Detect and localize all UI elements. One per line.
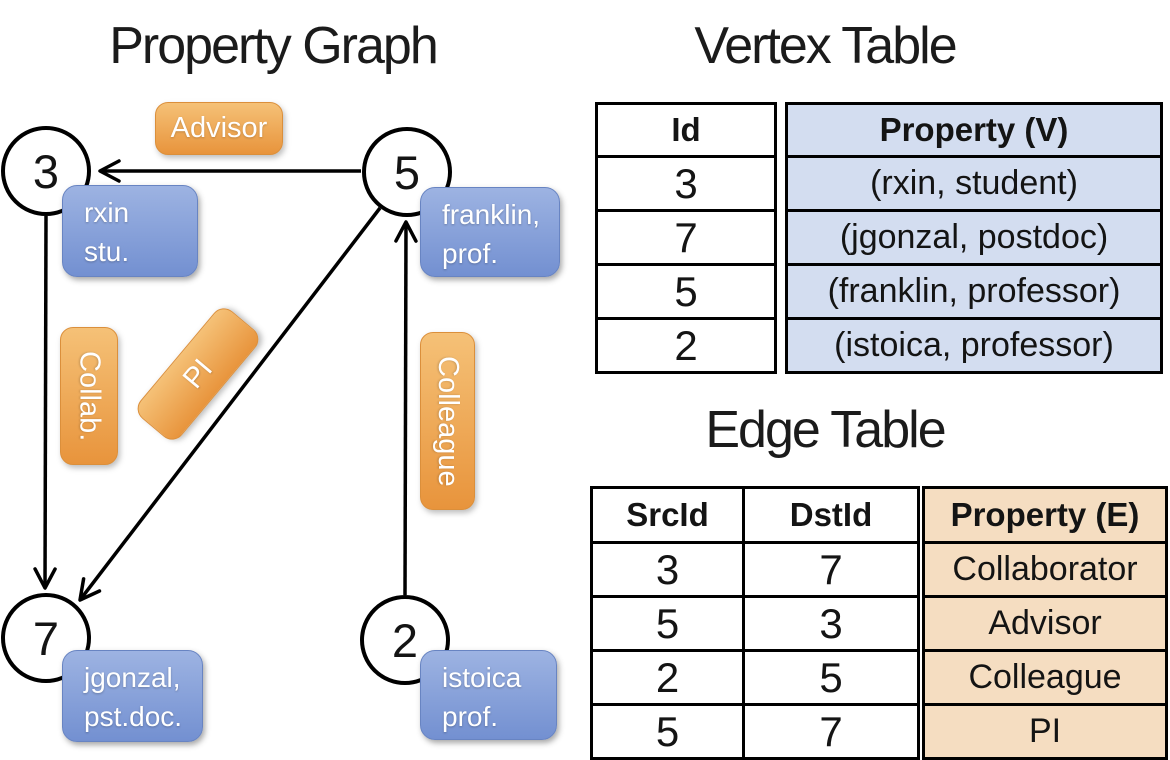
vertex-property-line: prof. (442, 701, 499, 732)
table-cell: 5 (593, 706, 745, 757)
edge-table-title: Edge Table (705, 401, 946, 459)
edge-table-id-columns: SrcId DstId 3 7 5 3 2 5 5 7 (590, 486, 920, 760)
table-cell: 5 (593, 598, 745, 649)
edge-table-header-property: Property (E) (950, 496, 1140, 533)
table-cell: (istoica, professor) (788, 317, 1160, 371)
table-cell: Collaborator (925, 541, 1165, 595)
vertex-table-property-column: Property (V) (rxin, student) (jgonzal, p… (785, 102, 1163, 374)
node-id: 3 (32, 144, 60, 198)
edge-arrow-2-to-5 (394, 220, 418, 596)
property-graph-title: Property Graph (109, 17, 439, 75)
edge-table-header-dstid: DstId (789, 496, 873, 533)
graph-node-3: 3 (1, 126, 91, 216)
table-cell: Colleague (925, 649, 1165, 703)
table-cell: 2 (598, 317, 774, 371)
table-cell: PI (925, 703, 1165, 757)
edge-label-collab: Collab. (60, 327, 118, 465)
edge-table-property-column: Property (E) Collaborator Advisor Collea… (922, 486, 1168, 760)
vertex-property-line: istoica (442, 662, 522, 693)
table-cell: 2 (593, 652, 745, 703)
node-id: 2 (391, 613, 419, 667)
node-id: 7 (32, 611, 60, 665)
table-cell: 5 (819, 653, 843, 701)
vertex-property-line: rxin (84, 197, 130, 228)
vertex-table-id-column: Id 3 7 5 2 (595, 102, 777, 374)
vertex-property-line: jgonzal, (84, 662, 181, 693)
table-cell: (jgonzal, postdoc) (788, 209, 1160, 263)
edge-label-colleague: Colleague (420, 332, 475, 510)
vertex-property-line: prof. (442, 238, 499, 269)
table-cell: 3 (819, 599, 843, 647)
vertex-table-header-property: Property (V) (879, 111, 1069, 148)
edge-label-advisor: Advisor (155, 102, 283, 155)
edge-arrow-5-to-7 (78, 206, 382, 602)
table-cell: 7 (598, 209, 774, 263)
table-cell: 3 (593, 544, 745, 595)
table-cell: (franklin, professor) (788, 263, 1160, 317)
vertex-property-line: franklin, (442, 199, 541, 230)
vertex-property-label-jgonzal: jgonzal, pst.doc. (62, 650, 203, 742)
table-cell: Advisor (925, 595, 1165, 649)
table-cell: 3 (598, 155, 774, 209)
vertex-table-title: Vertex Table (694, 17, 957, 75)
node-id: 5 (393, 145, 421, 199)
vertex-table-header-id: Id (671, 111, 701, 148)
vertex-property-label-rxin: rxin stu. (62, 185, 198, 277)
vertex-property-line: pst.doc. (84, 701, 183, 732)
table-cell: 7 (819, 545, 843, 593)
vertex-property-line: stu. (84, 236, 130, 267)
vertex-property-label-istoica: istoica prof. (420, 650, 557, 740)
edge-arrow-3-to-7 (33, 215, 57, 590)
edge-table-header-srcid: SrcId (593, 489, 745, 541)
table-cell: (rxin, student) (788, 155, 1160, 209)
table-cell: 7 (819, 707, 843, 755)
vertex-property-label-franklin: franklin, prof. (420, 187, 560, 277)
table-cell: 5 (598, 263, 774, 317)
